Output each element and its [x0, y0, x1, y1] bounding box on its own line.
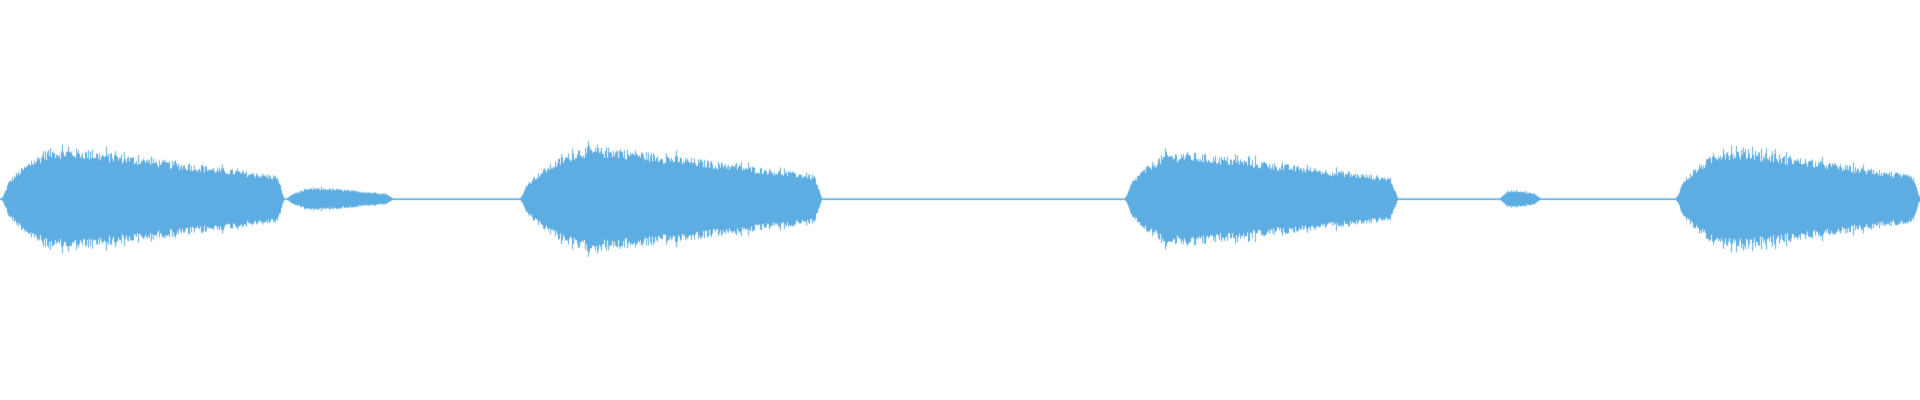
audio-waveform[interactable] [0, 0, 1920, 400]
waveform-canvas[interactable] [0, 0, 1920, 400]
